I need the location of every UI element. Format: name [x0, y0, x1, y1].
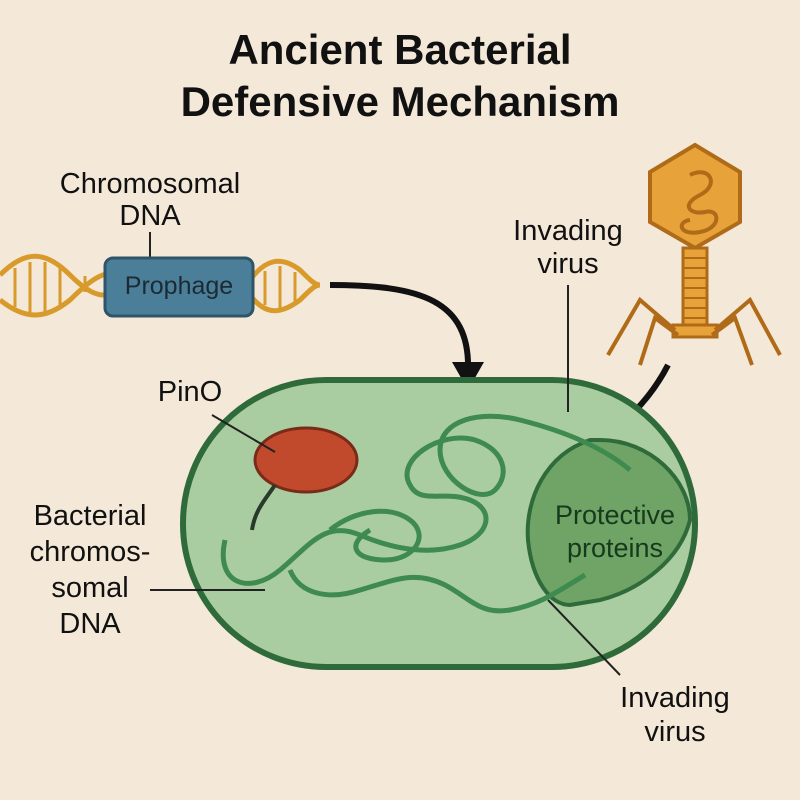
- invading-virus-top-line1: Invading: [513, 215, 623, 247]
- pino-tether: [250, 483, 277, 531]
- bacteriophage-icon: [606, 142, 782, 366]
- bacterial-dna-label-line2: chromos-: [29, 536, 151, 568]
- pino-leader: [211, 414, 276, 453]
- protective-proteins-region: [525, 438, 693, 608]
- prophage-arrow: [329, 282, 484, 390]
- chromosomal-dna-label-line2: DNA: [119, 200, 181, 232]
- invading-virus-bottom-leader: [547, 599, 621, 676]
- invading-virus-top-line2: virus: [537, 248, 599, 280]
- bacterial-dna-label-line3: somal: [51, 572, 129, 604]
- pino-label: PinO: [157, 376, 223, 408]
- prophage-label: Prophage: [124, 272, 234, 300]
- diagram-title-line1: Ancient Bacterial: [228, 26, 572, 73]
- invading-virus-bottom-line2: virus: [644, 716, 706, 748]
- protective-proteins-label-line2: proteins: [566, 533, 664, 563]
- dna-helix-icon: [0, 253, 321, 318]
- chromosomal-dna-label-line1: Chromosomal: [59, 168, 241, 200]
- bacterial-dna-label-line1: Bacterial: [33, 500, 147, 532]
- protective-proteins-label-line1: Protective: [554, 500, 676, 530]
- bacterial-dna-strand: [220, 413, 632, 614]
- invading-virus-bottom-line1: Invading: [620, 682, 730, 714]
- bacterial-dna-label-line4: DNA: [59, 608, 121, 640]
- diagram-title-line2: Defensive Mechanism: [180, 78, 620, 125]
- pino-protein: [253, 426, 359, 494]
- prophage-box: [103, 256, 255, 318]
